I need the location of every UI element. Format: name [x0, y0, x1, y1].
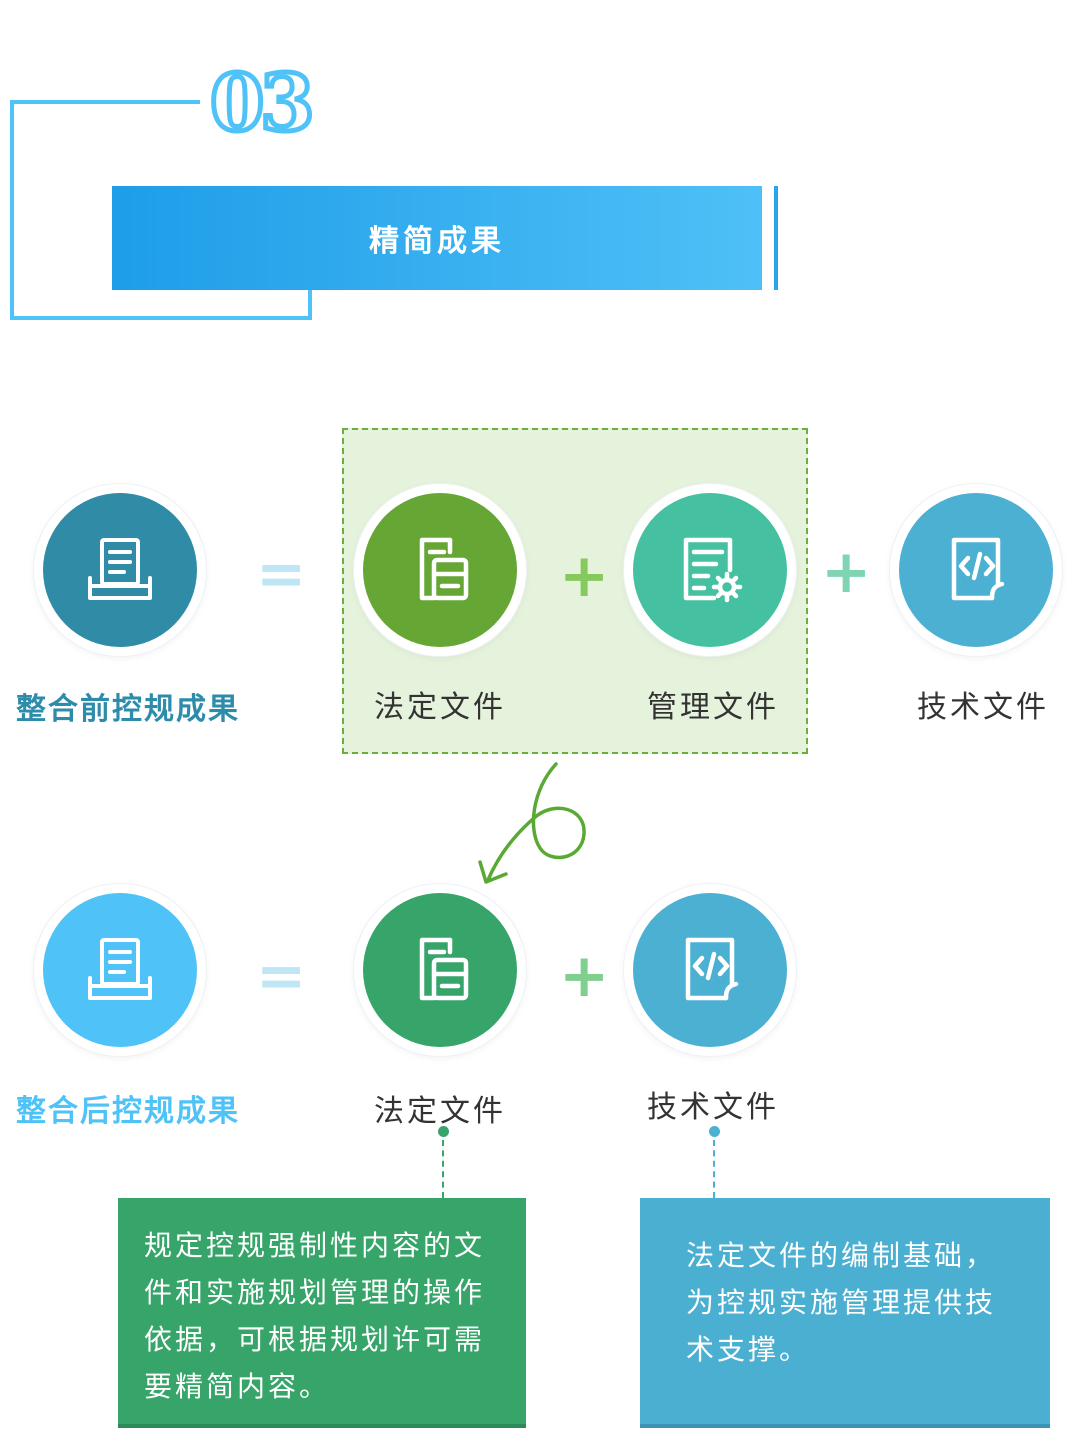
technical-description-box-shadow — [640, 1424, 1050, 1428]
legal-connector-line — [442, 1140, 444, 1198]
after-legal-doc-circle — [354, 884, 526, 1056]
before-plus-sign-2: + — [821, 537, 872, 607]
before-result-circle-fill — [43, 493, 197, 647]
document-stack-icon — [88, 538, 152, 600]
code-document-icon — [685, 937, 739, 1001]
section-title: 精简成果 — [369, 224, 505, 259]
before-management-doc-label: 管理文件 — [647, 690, 779, 725]
after-result-label: 整合后控规成果 — [16, 1094, 240, 1129]
technical-connector-line — [713, 1140, 715, 1198]
legal-connector-dot — [438, 1126, 449, 1137]
before-result-circle — [34, 484, 206, 656]
title-bar-edge-line — [774, 186, 778, 290]
before-legal-doc-circle — [354, 484, 526, 656]
management-document-gear-icon — [683, 537, 743, 603]
before-management-doc-circle — [624, 484, 796, 656]
technical-description-text: 法定文件的编制基础，为控规实施管理提供技术支撑。 — [686, 1239, 997, 1366]
header-frame-top-line — [10, 100, 200, 104]
after-equals-sign: = — [256, 941, 307, 1011]
before-plus-sign-1: + — [559, 541, 610, 611]
transition-arrow — [478, 762, 586, 884]
header-frame-bottom-line — [10, 316, 312, 320]
header-frame-stub-line — [308, 288, 312, 320]
after-result-circle — [34, 884, 206, 1056]
before-technical-doc-label: 技术文件 — [917, 690, 1049, 725]
section-title-bar: 精简成果 — [112, 186, 762, 290]
after-plus-sign: + — [559, 941, 610, 1011]
before-legal-doc-label: 法定文件 — [374, 690, 506, 725]
document-stack-icon — [88, 938, 152, 1000]
after-technical-doc-circle — [624, 884, 796, 1056]
after-result-circle-fill — [43, 893, 197, 1047]
before-management-doc-circle-fill — [633, 493, 787, 647]
after-legal-doc-circle-fill — [363, 893, 517, 1047]
technical-description-box: 法定文件的编制基础，为控规实施管理提供技术支撑。 — [640, 1198, 1050, 1428]
before-equals-sign: = — [256, 539, 307, 609]
code-document-icon — [951, 537, 1005, 601]
before-legal-doc-circle-fill — [363, 493, 517, 647]
header-frame-left-line — [10, 100, 14, 320]
technical-connector-dot — [709, 1126, 720, 1137]
legal-description-box: 规定控规强制性内容的文件和实施规划管理的操作依据，可根据规划许可需要精简内容。 — [118, 1198, 526, 1428]
legal-document-icon — [419, 937, 469, 1001]
legal-document-icon — [419, 537, 469, 601]
after-technical-doc-circle-fill — [633, 893, 787, 1047]
legal-description-text: 规定控规强制性内容的文件和实施规划管理的操作依据，可根据规划许可需要精简内容。 — [144, 1229, 486, 1403]
after-technical-doc-label: 技术文件 — [647, 1090, 779, 1125]
after-legal-doc-label: 法定文件 — [374, 1094, 506, 1129]
section-number: 03 — [208, 58, 318, 149]
legal-description-box-shadow — [118, 1424, 526, 1428]
before-technical-doc-circle-fill — [899, 493, 1053, 647]
before-result-label: 整合前控规成果 — [16, 692, 240, 727]
before-technical-doc-circle — [890, 484, 1062, 656]
